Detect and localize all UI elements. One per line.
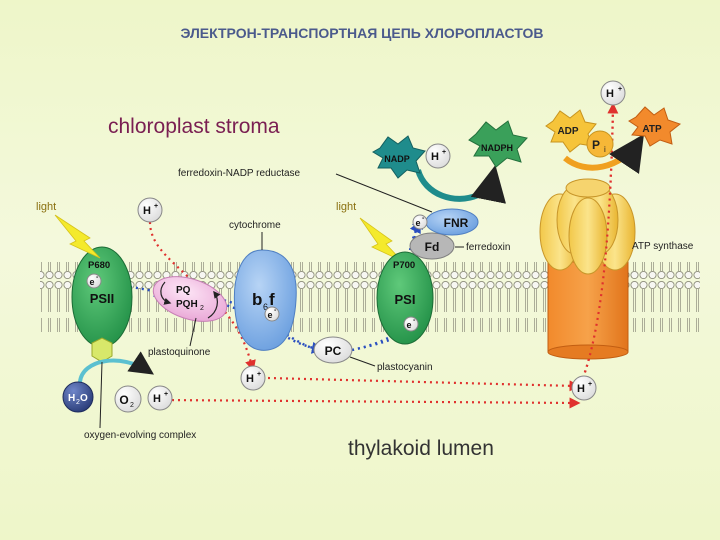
light-bolt-right: light — [336, 201, 403, 262]
water-molecule: H 2 O — [62, 381, 94, 413]
svg-text:ADP: ADP — [557, 126, 578, 137]
svg-text:6: 6 — [263, 302, 268, 312]
atp-synthase — [539, 178, 636, 360]
photosystem-i: P700 PSI — [376, 251, 434, 345]
svg-text:light: light — [336, 201, 356, 213]
svg-text:NADPH: NADPH — [481, 143, 513, 153]
fnr-pointer — [335, 173, 433, 213]
svg-text:H: H — [577, 383, 585, 395]
svg-text:e: e — [267, 310, 272, 320]
svg-text:+: + — [588, 381, 592, 388]
ferredoxin-label: ferredoxin — [466, 242, 510, 253]
svg-text:H: H — [431, 151, 439, 163]
electron-psi: e - — [403, 316, 419, 332]
svg-text:H: H — [153, 393, 161, 405]
cytochrome-label: cytochrome — [229, 220, 281, 231]
svg-text:-: - — [274, 307, 277, 314]
electron-psii: e - — [86, 273, 102, 289]
svg-text:2: 2 — [200, 305, 204, 312]
proton-path-atpsynthase-front — [581, 107, 615, 379]
svg-text:PC: PC — [325, 344, 342, 358]
svg-text:ATP: ATP — [642, 124, 662, 135]
svg-text:PSI: PSI — [395, 292, 416, 307]
psii-water-site — [91, 337, 113, 363]
plastoquinone-pool: PQ PQH 2 — [152, 276, 228, 322]
svg-text:+: + — [618, 86, 622, 93]
light-bolt-left: light — [36, 201, 101, 259]
svg-text:e: e — [406, 320, 411, 330]
stroma-label: chloroplast stroma — [108, 115, 280, 138]
svg-text:O: O — [119, 393, 128, 407]
plastocyanin-pointer — [349, 356, 376, 367]
water-splitting-arrow — [78, 351, 154, 383]
proton-path-b6f — [267, 376, 581, 392]
svg-text:-: - — [96, 274, 99, 281]
plastoquinone-pointer — [189, 317, 197, 347]
svg-text:P680: P680 — [88, 260, 110, 271]
pq-oxidation-arrow — [207, 290, 221, 319]
h-plus-water: H + — [147, 385, 173, 411]
svg-text:2: 2 — [130, 402, 134, 409]
electron-fnr: e - — [412, 214, 428, 230]
fnr-enzyme: FNR — [425, 208, 479, 236]
svg-text:f: f — [269, 290, 275, 309]
pq-reduction-arrow — [160, 281, 172, 305]
svg-text:-: - — [413, 317, 416, 324]
plastocyanin: PC — [313, 336, 353, 364]
svg-text:PQH: PQH — [176, 299, 198, 310]
plastoquinone-label: plastoquinone — [148, 347, 211, 358]
fnr-label: ferredoxin-NADP reductase — [178, 168, 301, 179]
atp-synthase-label: ATP synthase — [632, 241, 694, 252]
svg-text:b: b — [252, 290, 262, 309]
svg-text:O: O — [80, 393, 88, 404]
nadph-formation-arrow — [415, 164, 506, 204]
lumen-label: thylakoid lumen — [348, 437, 494, 460]
h-plus-lumen-b6f: H + — [240, 365, 266, 391]
svg-text:+: + — [257, 371, 261, 378]
atp-formation-arrow — [563, 134, 644, 174]
svg-text:P: P — [592, 138, 600, 152]
svg-text:H: H — [143, 205, 151, 217]
photosystem-ii: P680 PSII — [71, 246, 133, 348]
svg-text:2: 2 — [76, 399, 80, 406]
svg-text:PQ: PQ — [176, 285, 191, 296]
svg-text:P700: P700 — [393, 260, 415, 271]
svg-text:e: e — [89, 277, 94, 287]
svg-text:H: H — [68, 393, 75, 404]
svg-text:+: + — [442, 149, 446, 156]
svg-text:H: H — [246, 373, 254, 385]
slide-title: ЭЛЕКТРОН-ТРАНСПОРТНАЯ ЦЕПЬ ХЛОРОПЛАСТОВ — [181, 25, 544, 41]
proton-path-pq — [224, 311, 256, 372]
h-plus-nadp: H + — [425, 143, 451, 169]
svg-text:FNR: FNR — [444, 216, 469, 230]
electron-b6f: e - — [264, 306, 280, 322]
h-plus-atp-top: H + — [600, 80, 626, 106]
svg-text:+: + — [164, 391, 168, 398]
svg-text:light: light — [36, 201, 56, 213]
cytochrome-b6f: b 6 f — [233, 249, 297, 351]
ferredoxin: Fd — [409, 232, 455, 260]
oxygen-molecule: O 2 — [114, 385, 142, 413]
h-plus-stroma-psii: H + — [137, 197, 163, 223]
pi-molecule: P i — [586, 130, 614, 158]
svg-text:Fd: Fd — [425, 240, 440, 254]
svg-text:H: H — [606, 88, 614, 100]
atp-molecule: ATP — [628, 106, 682, 147]
oec-pointer — [99, 361, 103, 429]
nadph-molecule: NADPH — [468, 120, 528, 168]
proton-path-psii — [159, 397, 581, 409]
svg-text:PSII: PSII — [90, 291, 115, 306]
plastocyanin-label: plastocyanin — [377, 362, 433, 373]
oec-label: oxygen-evolving complex — [84, 430, 196, 441]
nadp-molecule: NADP — [372, 135, 426, 179]
svg-text:i: i — [604, 145, 606, 154]
svg-text:+: + — [154, 203, 158, 210]
svg-text:e: e — [415, 218, 420, 228]
h-plus-lumen-atp: H + — [571, 375, 597, 401]
svg-text:-: - — [422, 215, 425, 222]
svg-text:NADP: NADP — [384, 154, 410, 164]
